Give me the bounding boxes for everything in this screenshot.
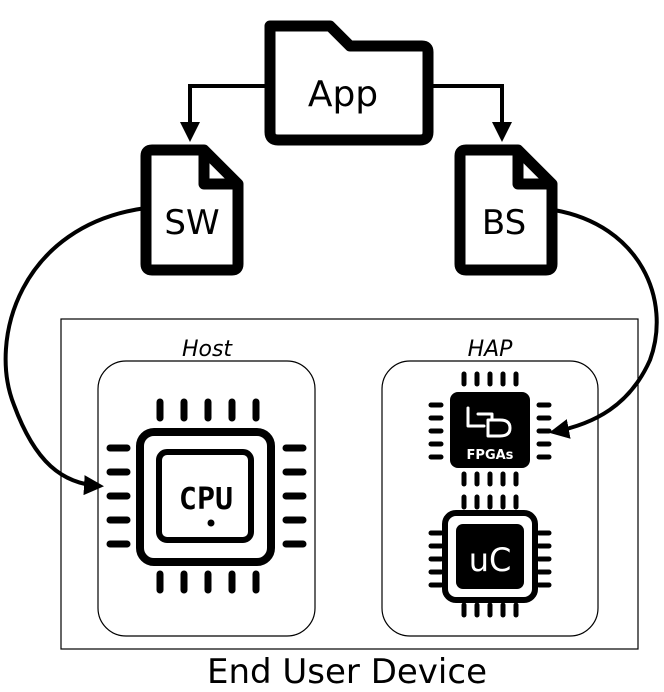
app-label: App bbox=[308, 74, 378, 115]
cpu-label: CPU bbox=[179, 482, 233, 517]
sw-to-cpu-arrow bbox=[3, 206, 147, 496]
end-user-device-box bbox=[60, 318, 639, 650]
app-folder-icon: App bbox=[264, 20, 434, 146]
uc-label: uC bbox=[469, 541, 512, 579]
cpu-chip-icon bbox=[106, 398, 307, 594]
end-user-device-label: End User Device bbox=[207, 652, 487, 692]
host-label: Host bbox=[182, 337, 233, 362]
host-panel bbox=[97, 360, 316, 637]
hap-label: HAP bbox=[468, 337, 514, 362]
fpga-chip-icon bbox=[428, 371, 552, 487]
uc-chip-icon bbox=[428, 494, 552, 618]
bs-label: BS bbox=[482, 203, 526, 243]
bs-file-icon: BS bbox=[454, 144, 558, 276]
fpga-label: FPGAs bbox=[467, 448, 514, 463]
bs-to-fpga-arrow bbox=[549, 208, 659, 439]
app-to-sw-arrow bbox=[180, 84, 270, 142]
sw-file-icon: SW bbox=[140, 144, 244, 276]
hap-panel bbox=[381, 360, 599, 637]
app-to-bs-arrow bbox=[428, 84, 512, 142]
sw-label: SW bbox=[164, 203, 219, 243]
